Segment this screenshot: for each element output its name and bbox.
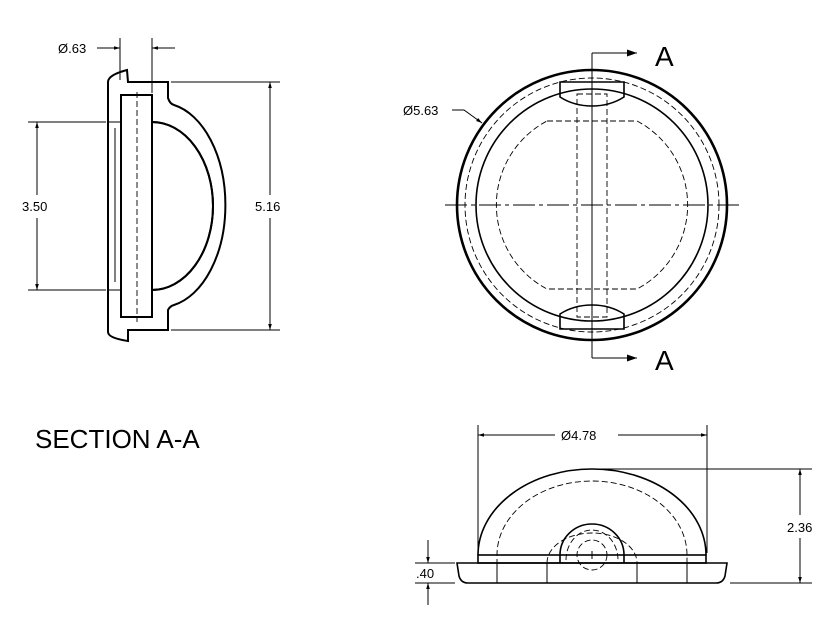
dim-outer-height: 5.16 [255, 199, 280, 214]
base-flange [456, 562, 728, 584]
top-view: A A Ø5.63 [403, 41, 742, 376]
section-label-top: A [655, 41, 674, 72]
dim-dome-diameter: Ø4.78 [561, 428, 596, 443]
dim-base-thickness: .40 [416, 566, 434, 581]
dome-hidden [496, 480, 688, 583]
center-mark-icon [588, 551, 596, 559]
front-view: Ø4.78 2.36 .40 [415, 425, 812, 605]
section-view: Ø.63 3.50 5.16 SECTION A-A [22, 38, 280, 454]
dome-outline [477, 468, 707, 556]
inner-cavity [151, 120, 214, 292]
insert-plate [120, 94, 153, 318]
dim-inner-height: 3.50 [22, 199, 47, 214]
dim-total-height: 2.36 [787, 520, 812, 535]
dim-bore-diameter: Ø.63 [58, 41, 86, 56]
hinge-hole-hidden [576, 539, 608, 571]
section-body [107, 68, 227, 343]
dim-outer-diameter: Ø5.63 [403, 103, 438, 118]
section-title: SECTION A-A [35, 424, 200, 454]
section-label-bottom: A [655, 345, 674, 376]
hinge-boss [559, 523, 625, 563]
hidden-cavity [495, 120, 689, 290]
